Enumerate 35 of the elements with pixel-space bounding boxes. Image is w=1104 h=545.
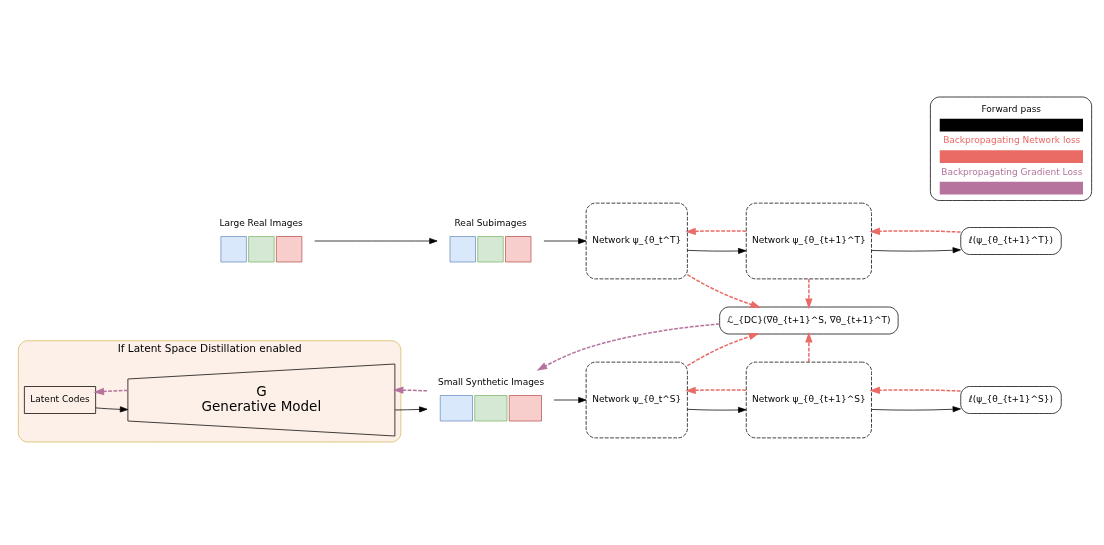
arrow	[392, 386, 428, 394]
node-box: Network ψ_{θ_t^S}	[585, 361, 688, 439]
arrow	[686, 333, 760, 367]
node-box: ℓ(ψ_{θ_{t+1}^S})	[960, 386, 1062, 414]
node-box: ℓ(ψ_{θ_{t+1}^T})	[960, 227, 1062, 255]
arrow	[553, 397, 587, 403]
legend-label: Forward pass	[981, 103, 1042, 114]
node-label: Real Subimages	[454, 217, 527, 228]
arrow	[871, 247, 961, 254]
node-box: G Generative Model	[127, 363, 396, 437]
arrow	[543, 238, 587, 244]
arrow	[869, 386, 962, 394]
arrow	[93, 387, 129, 396]
arrow	[869, 227, 962, 235]
arrow	[536, 323, 721, 371]
arrow	[687, 247, 747, 254]
node-box: ℒ_{DC}(∇θ_{t+1}^S, ∇θ_{t+1}^T)	[719, 306, 899, 335]
arrow	[871, 406, 961, 413]
arrow	[686, 273, 761, 308]
arrow	[687, 406, 747, 413]
arrow	[805, 331, 813, 363]
arrow	[314, 238, 438, 244]
arrow	[685, 227, 747, 236]
node-label: Small Synthetic Images	[438, 376, 545, 387]
node-box: Network ψ_{θ_{t+1}^S}	[745, 361, 872, 439]
node-label: Large Real Images	[219, 217, 303, 228]
legend-label: Backpropagating Network loss	[943, 135, 1081, 146]
node-box: Network ψ_{θ_{t+1}^T}	[745, 202, 872, 280]
node-box: Latent Codes	[24, 386, 96, 414]
arrow	[685, 386, 747, 395]
node-box: Network ψ_{θ_t^T}	[585, 202, 688, 280]
arrow	[394, 406, 428, 413]
arrow	[805, 278, 813, 310]
arrow	[95, 406, 129, 413]
legend-label: Backpropagating Gradient Loss	[941, 166, 1083, 177]
